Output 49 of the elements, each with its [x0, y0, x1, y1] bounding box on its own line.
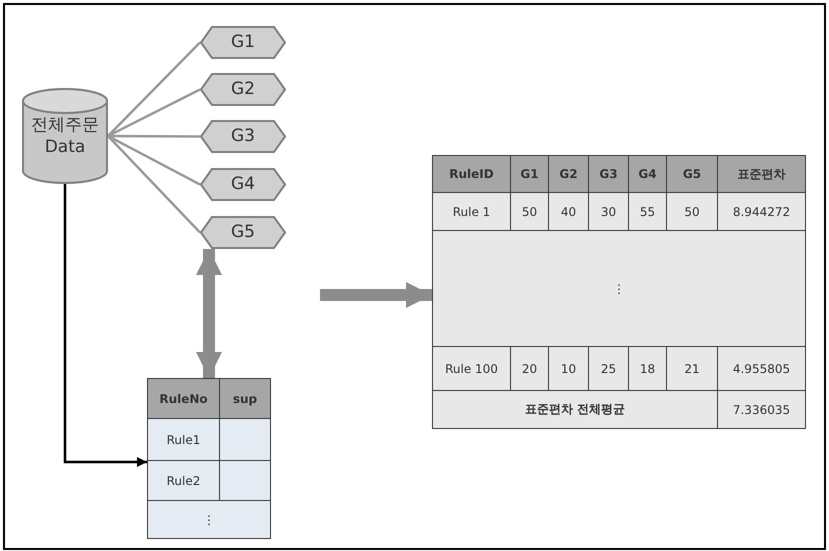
group-hexagon	[200, 73, 286, 106]
table-cell: 50	[510, 192, 549, 231]
data-table	[147, 378, 271, 539]
data-table	[432, 155, 806, 429]
group-hexagon	[200, 216, 286, 249]
table-cell: 21	[666, 346, 718, 391]
table-cell: 20	[510, 346, 549, 391]
group-label: G2	[230, 79, 256, 99]
group-hexagon	[200, 120, 286, 153]
database-cylinder	[22, 88, 108, 184]
table-cell: 40	[548, 192, 589, 231]
header-cell: G4	[628, 155, 667, 193]
table-cell: 25	[588, 346, 629, 391]
table-cell: ⋮	[432, 230, 806, 347]
database-label: 전체주문 Data	[30, 114, 100, 158]
arrow	[64, 184, 147, 467]
table-cell: 10	[548, 346, 589, 391]
table-cell: Rule 100	[432, 346, 511, 391]
table-cell: 18	[628, 346, 667, 391]
table-cell: 표준편차 전체평균	[432, 390, 718, 429]
group-label: G5	[230, 222, 256, 242]
table-cell: 4.955805	[717, 346, 806, 391]
header-cell: G3	[588, 155, 629, 193]
table-cell: 30	[588, 192, 629, 231]
table-cell: 50	[666, 192, 718, 231]
table-cell: 8.944272	[717, 192, 806, 231]
header-cell: G2	[548, 155, 589, 193]
header-cell: 표준편차	[717, 155, 806, 193]
table-cell: Rule 1	[432, 192, 511, 231]
table-cell: Rule2	[147, 460, 220, 501]
group-label: G4	[230, 174, 256, 194]
header-cell: G1	[510, 155, 549, 193]
header-cell: RuleID	[432, 155, 511, 193]
header-cell: sup	[219, 378, 271, 419]
table-cell: Rule1	[147, 418, 220, 461]
table-cell: ⋮	[147, 500, 271, 539]
block-arrow	[196, 249, 222, 378]
block-arrow	[320, 282, 432, 308]
group-label: G1	[230, 32, 256, 52]
connector-line	[108, 134, 200, 138]
header-cell: G5	[666, 155, 718, 193]
group-hexagon	[200, 26, 286, 59]
group-hexagon	[200, 168, 286, 201]
connector-line	[107, 42, 201, 137]
table-cell: 55	[628, 192, 667, 231]
table-cell: 7.336035	[717, 390, 806, 429]
header-cell: RuleNo	[147, 378, 220, 419]
connector-line	[107, 135, 201, 234]
group-label: G3	[230, 126, 256, 146]
